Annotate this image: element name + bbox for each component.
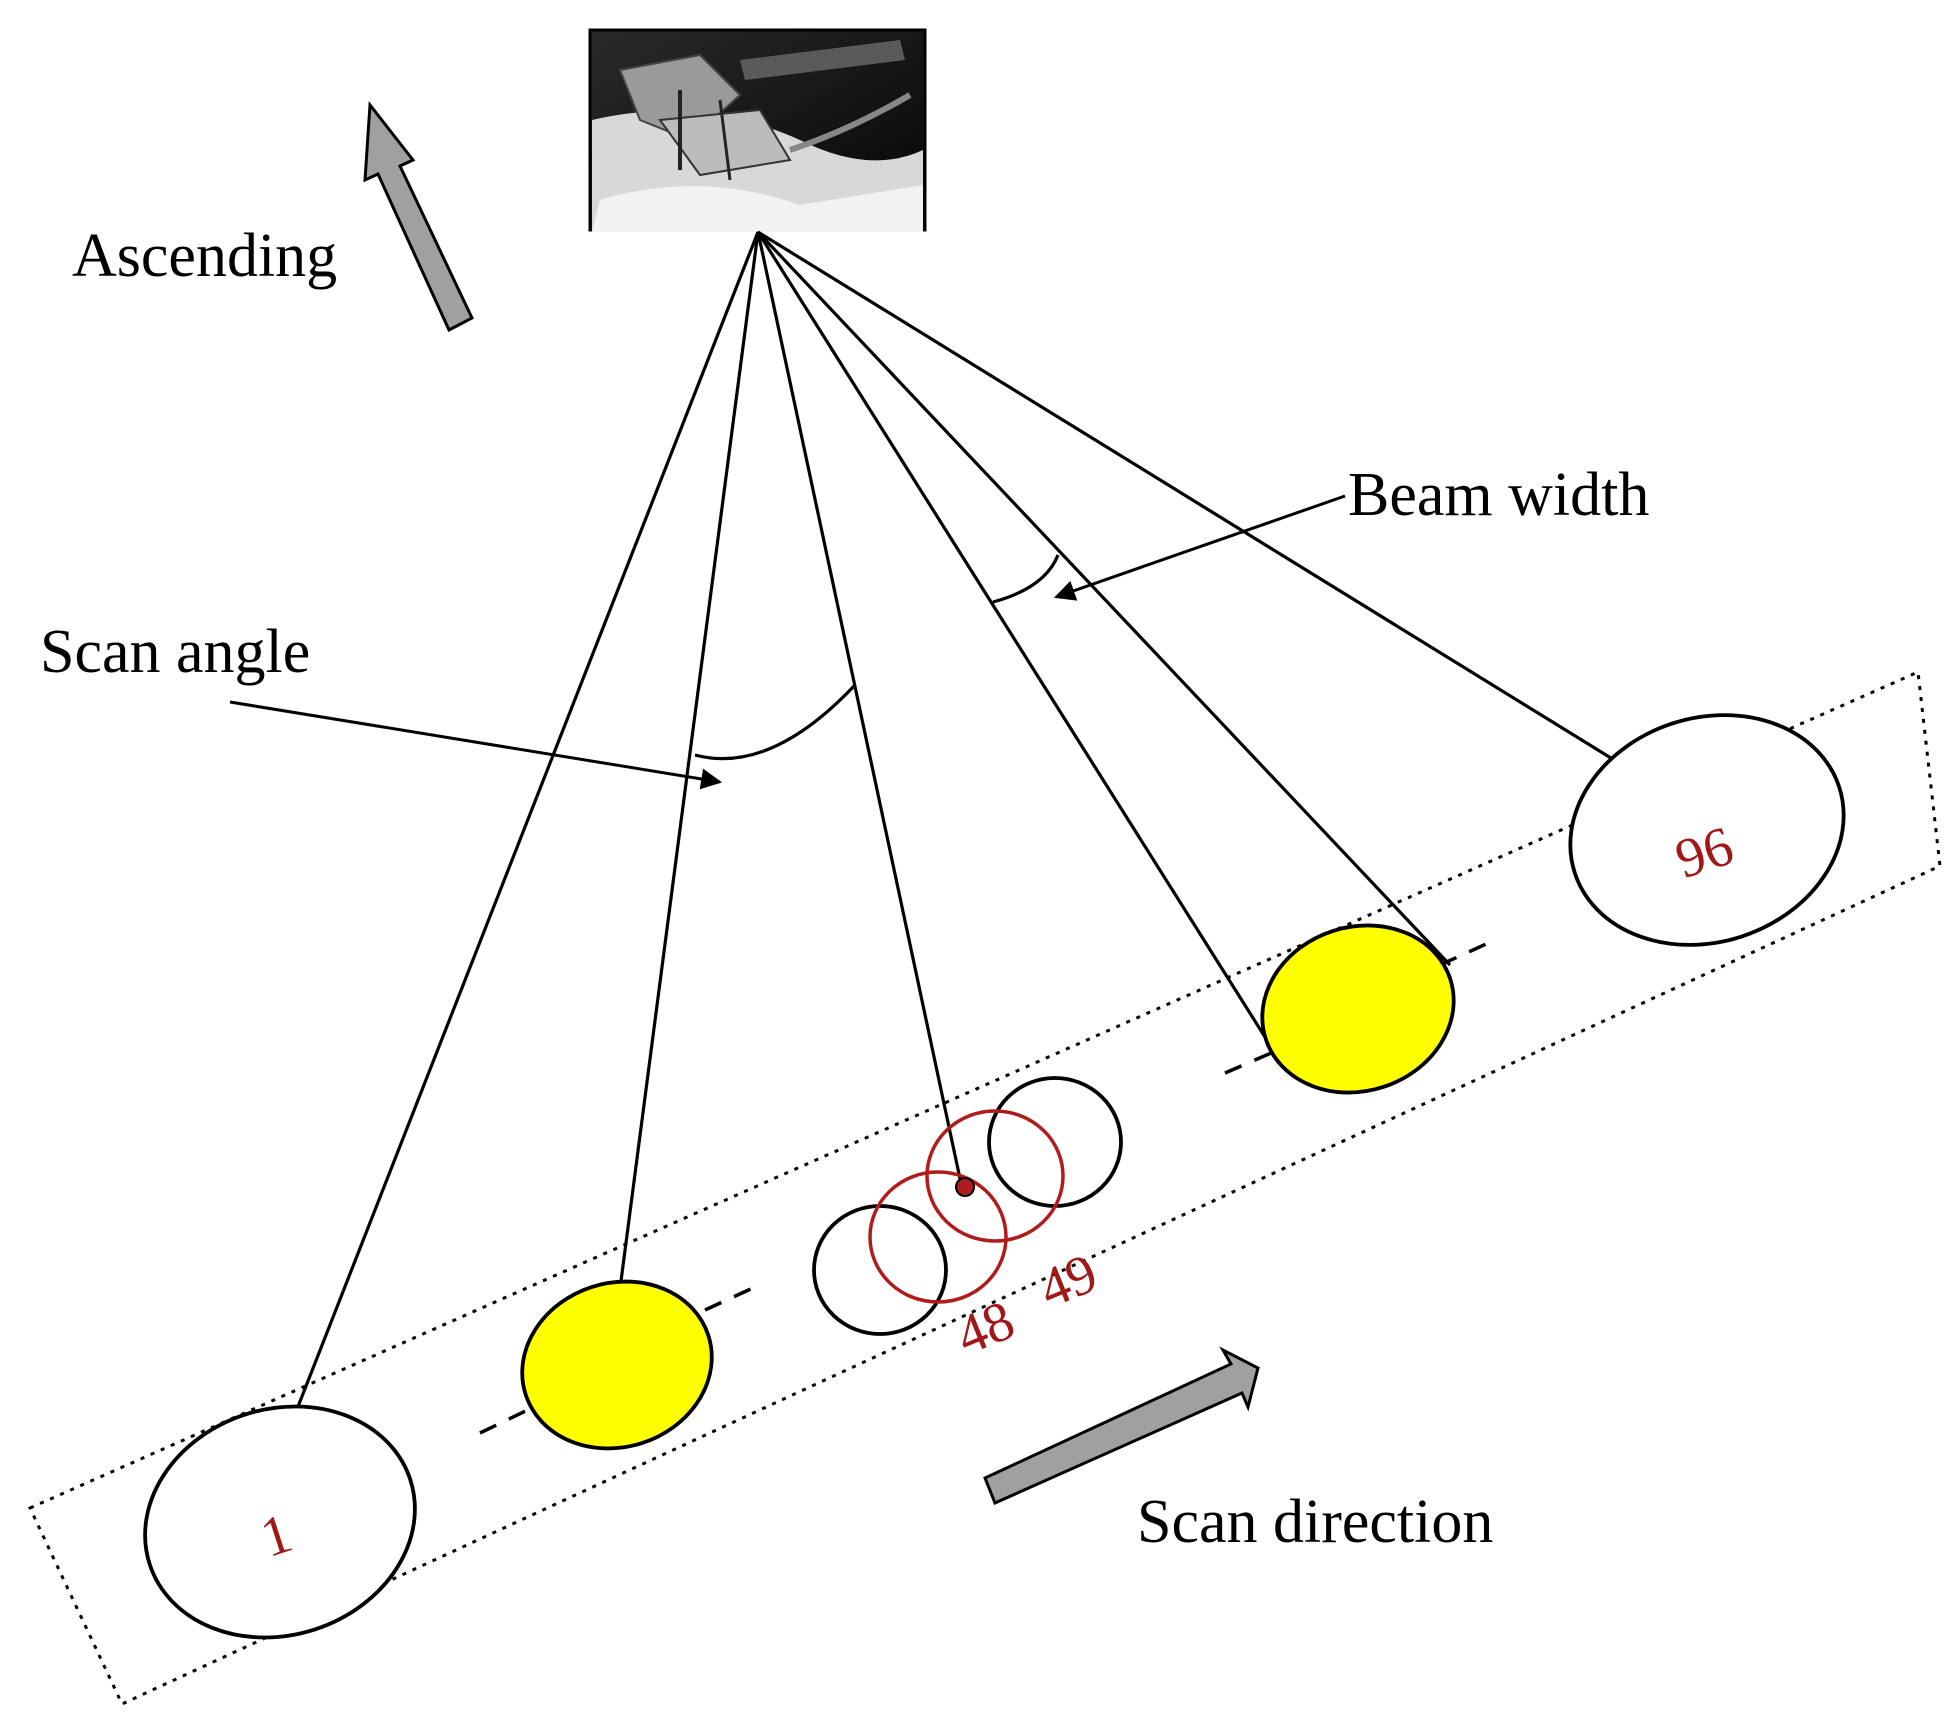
footprint-1: [143, 1404, 417, 1640]
nadir-point: [955, 1177, 975, 1197]
footprint-yellow-right: [1260, 923, 1456, 1095]
footprint-48: [868, 1170, 1008, 1304]
scan-angle-pointer: [229, 700, 723, 790]
scan-direction-label: Scan direction: [1137, 1488, 1493, 1556]
beam-width-pointer: [1054, 494, 1346, 601]
ascending-arrow-shape: [363, 100, 474, 333]
scan-angle-arc: [694, 683, 857, 761]
swath-centerline: [479, 938, 1496, 1435]
ascending-label: Ascending: [72, 222, 337, 290]
beam-width-arc: [992, 554, 1060, 604]
scan-swath-outline: [27, 669, 1942, 1706]
footprint-96: [1568, 713, 1846, 947]
scan-angle-label: Scan angle: [40, 618, 310, 686]
beam-lines: [270, 230, 1693, 1474]
satellite-image: [588, 28, 927, 232]
footprint-number-49: 49: [1031, 1242, 1106, 1320]
beam-width-label: Beam width: [1348, 461, 1649, 529]
footprint-yellow-left: [520, 1279, 714, 1451]
scan-direction-arrow-icon: [983, 1346, 1260, 1506]
footprint-49: [925, 1109, 1065, 1243]
